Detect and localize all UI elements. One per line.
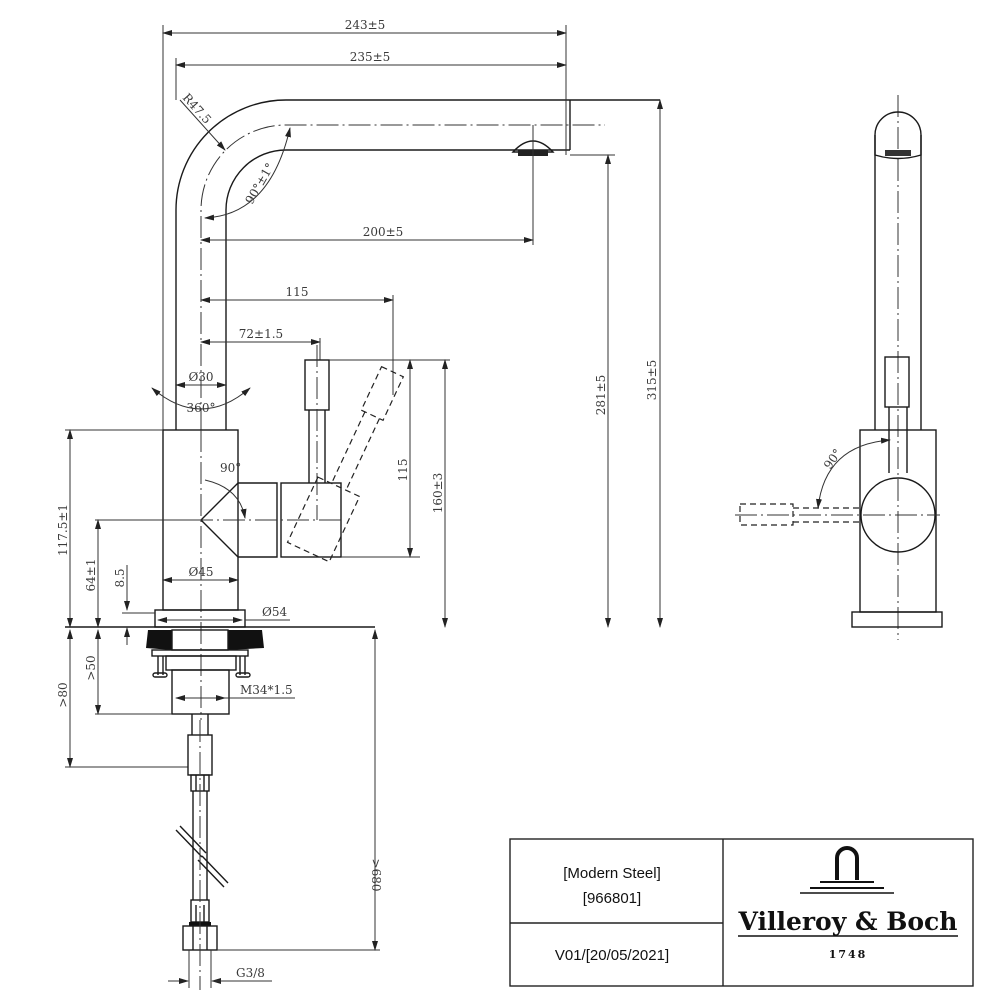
dim-body-diameter: Ø45 (188, 565, 213, 579)
dim-swivel-angle: 360° (187, 401, 216, 415)
side-lever-handle (884, 356, 910, 408)
dim-outlet-height: 281±5 (594, 375, 608, 416)
dim-lever-offset: 72±1.5 (239, 327, 283, 341)
spout-end (874, 111, 922, 160)
side-lever-rotated (739, 503, 794, 526)
dim-base-ring-height: 8.5 (113, 568, 127, 587)
dim-thread-size: M34*1.5 (240, 683, 293, 697)
dim-lever-top-height: 160±3 (431, 473, 445, 514)
version-date: V01/[20/05/2021] (555, 947, 669, 964)
brand-name: Villeroy & Boch (738, 907, 958, 936)
dim-lever-length: 115 (396, 459, 410, 482)
dim-thread-length-min: >50 (84, 655, 98, 680)
dim-outlet-to-axis: 200±5 (363, 225, 404, 239)
dim-below-deck-min: >80 (56, 682, 70, 707)
dim-hose-connection: G3/8 (236, 966, 265, 980)
side-base (851, 611, 943, 628)
front-view: 243±5 235±5 R47.5 90°±1° 200±5 115 72±1.… (56, 18, 663, 990)
brand-year: 1748 (829, 948, 868, 961)
aerator (511, 140, 555, 153)
supply-hose (175, 714, 229, 988)
lever-tilted-position (286, 365, 405, 563)
dim-hose-length-min: >680 (369, 859, 383, 892)
brand-logo: Villeroy & Boch 1748 (738, 846, 958, 961)
dim-body-height: 117.5±1 (56, 504, 70, 556)
dim-overall-reach: 243±5 (345, 18, 386, 32)
threaded-shank (171, 669, 230, 715)
dim-side-lever-angle: 90° (821, 446, 845, 471)
dim-bend-radius: R47.5 (180, 91, 214, 127)
dim-total-height: 315±5 (645, 360, 659, 401)
side-view: 90° (735, 95, 943, 640)
dim-spout-diameter: Ø30 (188, 370, 213, 384)
dim-spout-reach: 235±5 (350, 50, 391, 64)
base-ring (154, 609, 246, 628)
dim-lever-axis-height: 64±1 (84, 559, 98, 592)
dim-body-lever-angle: 90° (220, 461, 241, 475)
spout-centerline (200, 124, 605, 430)
dim-bend-angle: 90°±1° (242, 161, 277, 207)
article-number: [966801] (583, 890, 641, 907)
title-block: [Modern Steel] [966801] V01/[20/05/2021]… (509, 838, 974, 987)
spout-inner-outline (225, 149, 515, 430)
product-name: [Modern Steel] (563, 865, 661, 882)
dim-base-diameter: Ø54 (262, 605, 287, 619)
dim-lever-tip-offset: 115 (286, 285, 309, 299)
